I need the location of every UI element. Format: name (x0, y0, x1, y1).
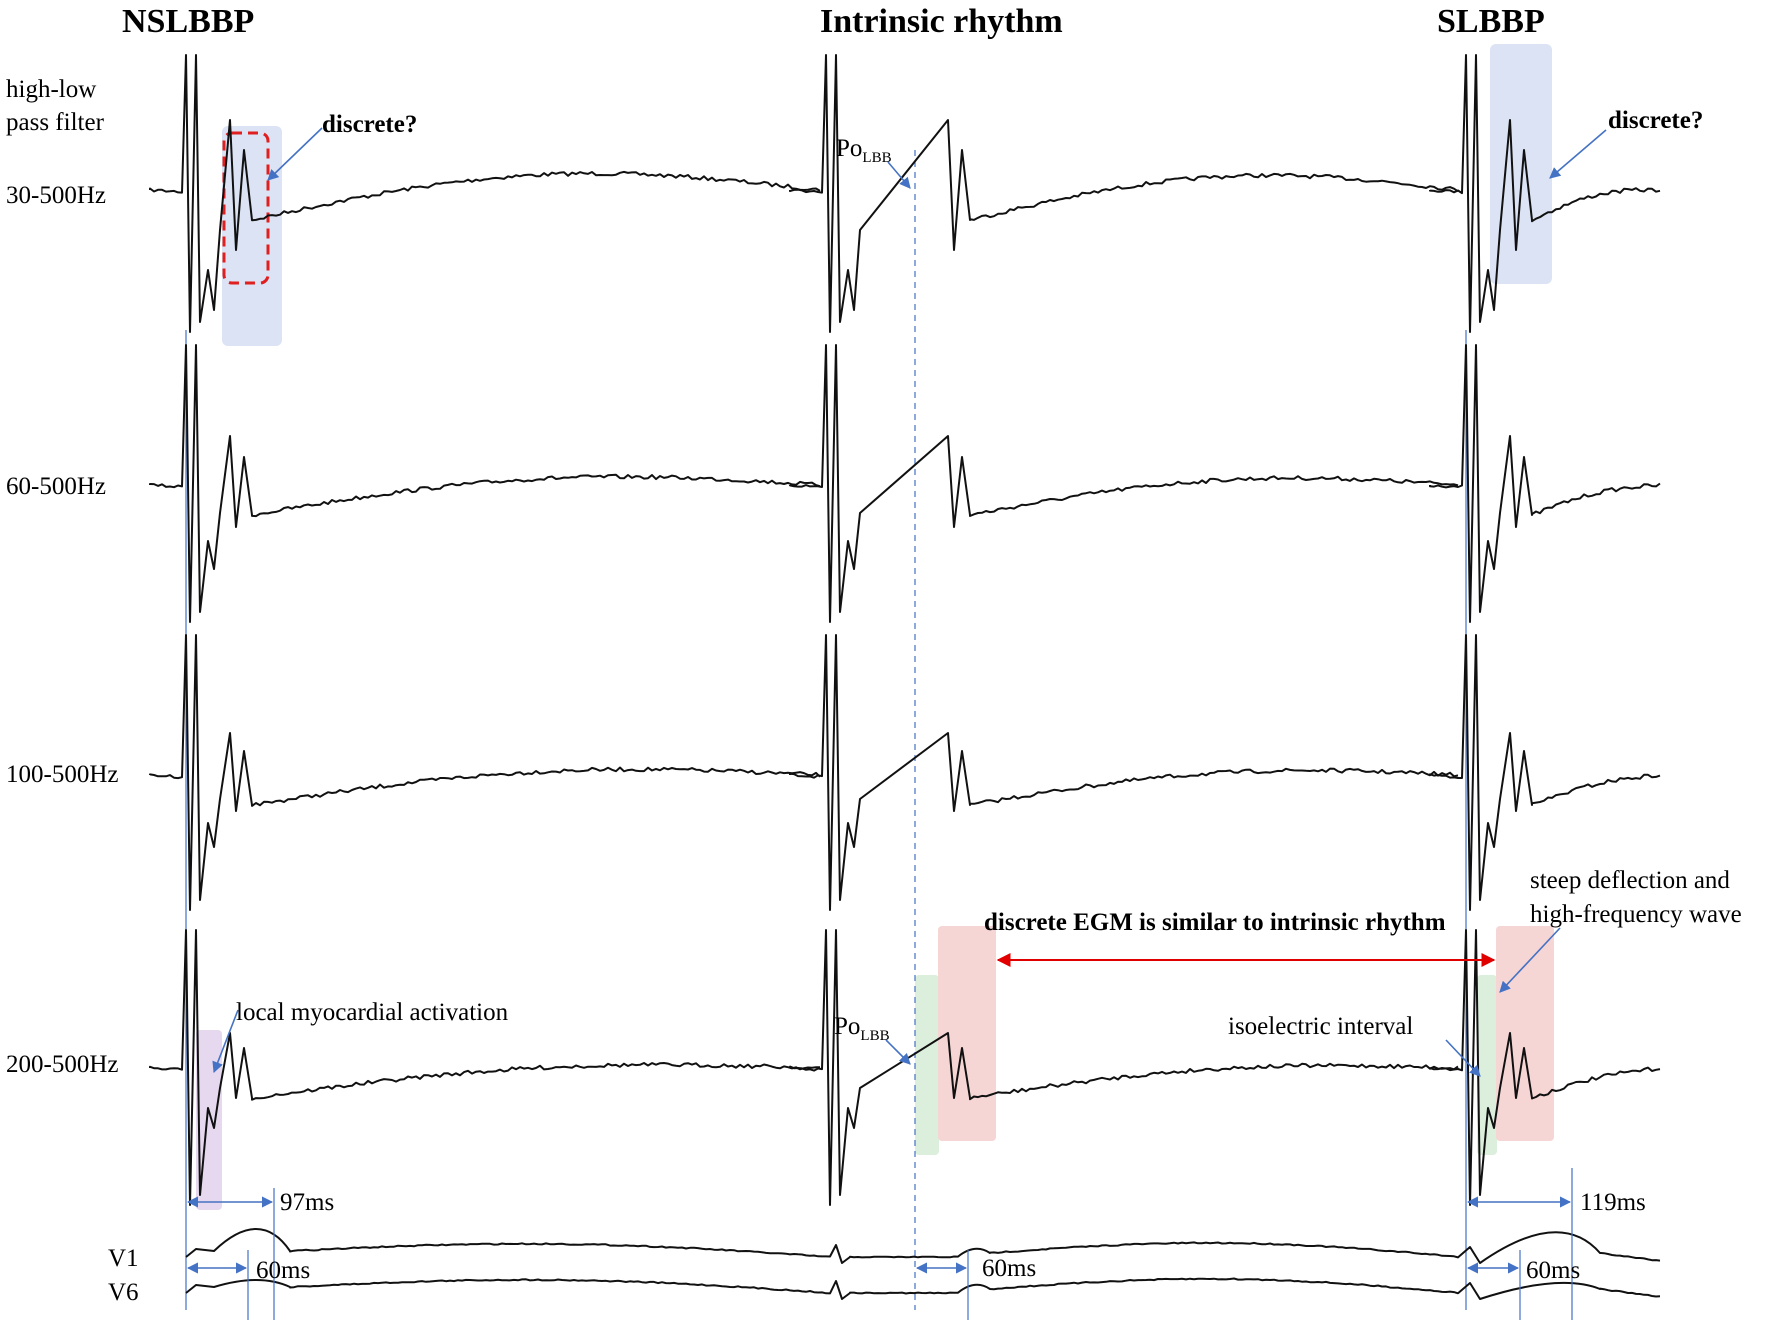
lead-label-v1: V1 (108, 1245, 139, 1272)
header-intrinsic-rhythm: Intrinsic rhythm (820, 3, 1063, 40)
similar-egm-label: discrete EGM is similar to intrinsic rhy… (984, 909, 1446, 936)
egm-trace-nslbbp-3 (149, 634, 821, 911)
filter-label-30: 30-500Hz (6, 182, 106, 209)
filter-label-60: 60-500Hz (6, 473, 106, 500)
po-lbb-label-bottom: PoLBB (834, 1013, 890, 1044)
measurement-brackets: 97ms 60ms 60ms 119ms 60ms (186, 1168, 1646, 1320)
lead-label-v6: V6 (108, 1279, 139, 1306)
isoelectric-arrow (1445, 1039, 1481, 1077)
slbbp-discrete-question: discrete? (1608, 107, 1703, 134)
po-lbb-label-top: PoLBB (836, 135, 892, 166)
slbbp-discrete-arrow (1549, 129, 1607, 179)
slbbp-long-measure: 119ms (1580, 1189, 1646, 1216)
nslbbp-discrete-dashed-box (222, 131, 270, 285)
egm-trace-intrinsic-4 (789, 929, 1459, 1206)
egm-trace-intrinsic-3 (789, 634, 1459, 911)
filter-label-100: 100-500Hz (6, 761, 118, 788)
nslbbp-discrete-question: discrete? (322, 111, 417, 138)
slbbp-green-highlight (1477, 975, 1497, 1155)
steep-deflection-label-line1: steep deflection and (1530, 867, 1730, 894)
reference-lines (185, 150, 1467, 1310)
ecg-trace-v1 (185, 1228, 1661, 1264)
isoelectric-interval-label: isoelectric interval (1228, 1013, 1413, 1040)
egm-trace-intrinsic-2 (789, 344, 1459, 623)
intrinsic-short-measure: 60ms (982, 1255, 1036, 1282)
egm-trace-slbbp-4 (1429, 929, 1661, 1206)
nslbbp-long-measure: 97ms (280, 1189, 334, 1216)
nslbbp-discrete-arrow (267, 127, 323, 181)
slbbp-red-highlight (1496, 926, 1554, 1141)
header-nslbbp: NSLBBP (122, 3, 254, 40)
ecg-trace-v6 (185, 1277, 1661, 1300)
egm-traces (149, 54, 1661, 1300)
slbbp-short-measure: 60ms (1526, 1257, 1580, 1284)
steep-deflection-arrow (1499, 927, 1561, 993)
local-myocardial-activation-label: local myocardial activation (236, 999, 509, 1026)
steep-deflection-label-line2: high-frequency wave (1530, 901, 1742, 928)
egm-trace-nslbbp-4 (149, 929, 820, 1206)
po-lbb-arrow-bottom (885, 1039, 911, 1065)
egm-trace-slbbp-2 (1429, 344, 1661, 623)
nslbbp-short-measure: 60ms (256, 1257, 310, 1284)
egm-trace-intrinsic-1 (789, 54, 1459, 333)
slbbp-discrete-highlight (1490, 44, 1552, 284)
egm-trace-nslbbp-1 (149, 54, 821, 333)
egm-trace-slbbp-3 (1429, 634, 1661, 911)
po-lbb-arrow-top (887, 161, 911, 189)
filter-heading-line2: pass filter (6, 109, 105, 136)
egm-trace-slbbp-1 (1429, 54, 1661, 333)
intrinsic-green-highlight (915, 975, 939, 1155)
filter-heading-line1: high-low (6, 76, 96, 103)
header-slbbp: SLBBP (1437, 3, 1545, 40)
local-activation-arrow (212, 1009, 239, 1074)
filter-label-200: 200-500Hz (6, 1051, 118, 1078)
egm-trace-nslbbp-2 (149, 344, 821, 623)
